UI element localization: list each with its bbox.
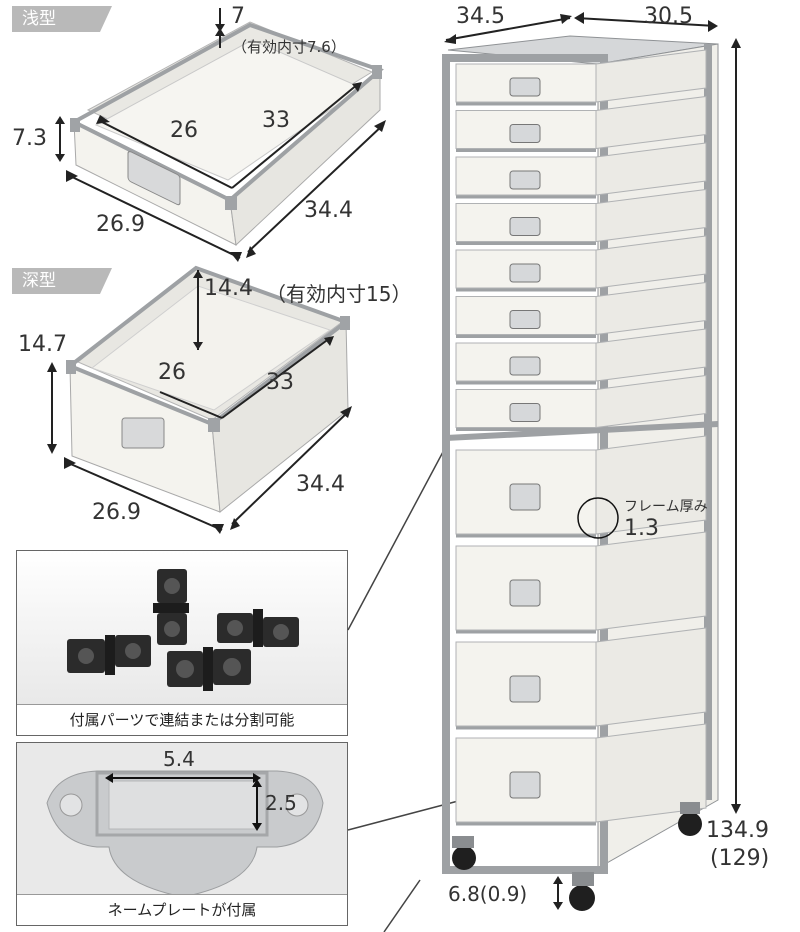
name-plate-width: 5.4 — [163, 747, 195, 771]
drawer-handle[interactable] — [509, 217, 541, 236]
shallow-inner-height: 7 — [231, 4, 245, 29]
shallow-type-tag: 浅型 — [12, 6, 112, 32]
drawer-handle[interactable] — [509, 310, 541, 329]
drawer[interactable] — [455, 723, 707, 826]
drawer-handle[interactable] — [509, 579, 541, 607]
deep-inner-depth: 33 — [266, 370, 294, 395]
deep-outer-height: 14.7 — [18, 332, 67, 357]
drawer-handle[interactable] — [509, 771, 541, 799]
name-plate-caption: ネームプレートが付属 — [17, 894, 347, 925]
connector-parts-image — [17, 551, 347, 707]
drawer[interactable] — [455, 188, 707, 245]
drawer[interactable] — [455, 142, 707, 199]
frame-thickness-label: フレーム厚み — [624, 499, 708, 515]
caster-height: 6.8(0.9) — [448, 882, 528, 906]
cabinet-height-note: (129) — [710, 846, 770, 871]
drawer-stack — [455, 49, 707, 826]
drawer[interactable] — [455, 328, 707, 385]
drawer[interactable] — [455, 531, 707, 634]
frame-thickness-value: 1.3 — [624, 516, 659, 541]
deep-inner-width: 26 — [158, 360, 186, 385]
drawer[interactable] — [455, 49, 707, 106]
cabinet-height: 134.9 — [706, 818, 769, 843]
shallow-inner-height-note: （有効内寸7.6） — [232, 38, 346, 56]
drawer-handle[interactable] — [509, 77, 541, 97]
cabinet-width: 34.5 — [456, 4, 505, 29]
connector-parts-caption: 付属パーツで連結または分割可能 — [17, 704, 347, 735]
drawer-handle[interactable] — [509, 170, 541, 190]
drawer-handle[interactable] — [509, 483, 541, 511]
drawer-handle[interactable] — [509, 124, 541, 143]
shallow-outer-width: 26.9 — [96, 212, 145, 237]
drawer-handle[interactable] — [509, 356, 541, 376]
name-plate-photo: 5.4 2.5 ネームプレートが付属 — [16, 742, 348, 926]
drawer[interactable] — [455, 374, 707, 431]
drawer-handle[interactable] — [509, 263, 541, 283]
deep-type-label: 深型 — [22, 271, 56, 291]
deep-outer-width: 26.9 — [92, 500, 141, 525]
drawer[interactable] — [455, 95, 707, 152]
shallow-type-label: 浅型 — [22, 9, 56, 29]
drawer[interactable] — [455, 235, 707, 292]
drawer-handle[interactable] — [509, 675, 541, 703]
shallow-inner-width: 26 — [170, 118, 198, 143]
deep-inner-height: 14.4 — [204, 276, 253, 301]
name-plate-image — [17, 743, 347, 897]
name-plate-height: 2.5 — [265, 791, 297, 815]
shallow-inner-depth: 33 — [262, 108, 290, 133]
deep-type-tag: 深型 — [12, 268, 112, 294]
drawer[interactable] — [455, 435, 707, 538]
cabinet-depth: 30.5 — [644, 4, 693, 29]
deep-inner-height-note: （有効内寸15） — [266, 282, 412, 306]
drawer[interactable] — [455, 281, 707, 338]
drawer-handle[interactable] — [509, 403, 541, 422]
shallow-outer-depth: 34.4 — [304, 198, 353, 223]
drawer[interactable] — [455, 627, 707, 730]
shallow-outer-height: 7.3 — [12, 126, 47, 151]
connector-parts-photo: 付属パーツで連結または分割可能 — [16, 550, 348, 736]
deep-outer-depth: 34.4 — [296, 472, 345, 497]
